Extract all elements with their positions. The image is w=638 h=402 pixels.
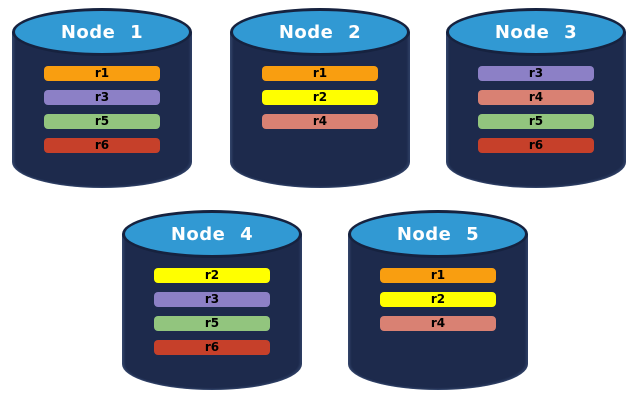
cylinder-body: [122, 234, 302, 390]
replica-bar-r4: r4: [262, 114, 378, 129]
cylinder-cap: Node 3: [446, 8, 626, 56]
node-title: Node 1: [60, 21, 144, 43]
cylinder-body: [12, 32, 192, 188]
database-node-5: Node 5 r1 r2 r4: [348, 210, 528, 390]
replica-bar-r3: r3: [44, 90, 160, 105]
replica-bar-r2: r2: [154, 268, 270, 283]
replica-bar-r2: r2: [380, 292, 496, 307]
node-title: Node 3: [494, 21, 578, 43]
cylinder-body: [348, 234, 528, 390]
cylinder-body: [446, 32, 626, 188]
database-node-1: Node 1 r1 r3 r5 r6: [12, 8, 192, 188]
database-node-2: Node 2 r1 r2 r4: [230, 8, 410, 188]
replica-bar-r4: r4: [380, 316, 496, 331]
replica-bar-r1: r1: [262, 66, 378, 81]
replica-bar-r6: r6: [478, 138, 594, 153]
replica-list: r1 r2 r4: [348, 268, 528, 331]
replica-bar-r1: r1: [380, 268, 496, 283]
replica-bar-r6: r6: [154, 340, 270, 355]
node-title: Node 4: [170, 223, 254, 245]
replica-bar-r5: r5: [478, 114, 594, 129]
cylinder-cap: Node 4: [122, 210, 302, 258]
replica-bar-r3: r3: [154, 292, 270, 307]
cylinder-cap: Node 1: [12, 8, 192, 56]
cylinder-body: [230, 32, 410, 188]
cylinder-cap: Node 5: [348, 210, 528, 258]
node-title: Node 2: [278, 21, 362, 43]
replica-bar-r5: r5: [154, 316, 270, 331]
replica-bar-r2: r2: [262, 90, 378, 105]
node-title: Node 5: [396, 223, 480, 245]
replica-bar-r6: r6: [44, 138, 160, 153]
replica-bar-r3: r3: [478, 66, 594, 81]
cylinder-cap: Node 2: [230, 8, 410, 56]
replica-list: r3 r4 r5 r6: [446, 66, 626, 153]
replica-bar-r4: r4: [478, 90, 594, 105]
replica-list: r1 r2 r4: [230, 66, 410, 129]
database-node-3: Node 3 r3 r4 r5 r6: [446, 8, 626, 188]
replica-bar-r1: r1: [44, 66, 160, 81]
database-node-4: Node 4 r2 r3 r5 r6: [122, 210, 302, 390]
replica-list: r2 r3 r5 r6: [122, 268, 302, 355]
replica-bar-r5: r5: [44, 114, 160, 129]
replica-list: r1 r3 r5 r6: [12, 66, 192, 153]
